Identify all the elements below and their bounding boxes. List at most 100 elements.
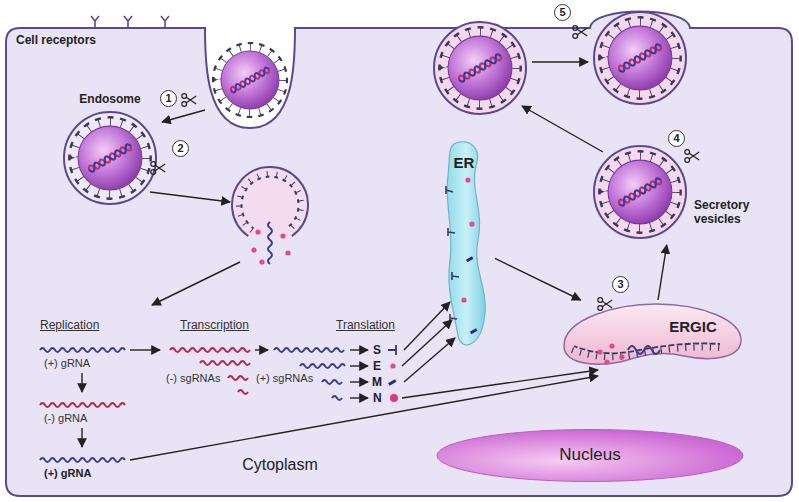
- cleavage-scissors: [598, 298, 612, 311]
- budding-vesicles: [434, 22, 526, 114]
- virion-entry: [213, 43, 287, 117]
- uncoating-vesicle: [239, 174, 302, 231]
- ergic-assembly: [572, 347, 720, 357]
- ergic-assembly: [609, 343, 614, 348]
- node-label: ERGIC: [658, 318, 728, 335]
- process-arrows: [81, 373, 82, 392]
- virion-entry: [213, 43, 287, 117]
- vesicle-membrane: [590, 140, 760, 245]
- budding-vesicles: [594, 12, 686, 104]
- er-membrane: [447, 142, 485, 345]
- rna-strands: [40, 348, 345, 462]
- cleavage-scissors: [151, 26, 699, 311]
- process-arrows: [152, 262, 240, 305]
- budding-vesicles: [599, 17, 680, 98]
- protein-letter: S: [373, 343, 381, 357]
- er-organelle: ER: [440, 140, 495, 350]
- ergic-membrane: [560, 300, 745, 370]
- rna-strands: [40, 458, 125, 462]
- node-label: Nucleus: [435, 445, 745, 465]
- secretory-virion: [599, 151, 680, 232]
- ergic-assembly: [619, 354, 624, 359]
- process-arrows: [82, 62, 603, 460]
- nucleus: Nucleus: [435, 428, 745, 483]
- er-proteins: [465, 177, 470, 182]
- step-heading: Transcription: [180, 318, 249, 332]
- uncoating-vesicle: [232, 167, 308, 265]
- er-proteins: [466, 256, 474, 262]
- rna-label: (+) gRNA: [44, 357, 90, 369]
- protein-glyphs: [390, 394, 398, 402]
- cleavage-scissors: [685, 150, 699, 163]
- callout-number: 5: [554, 4, 571, 21]
- step-heading: Translation: [336, 318, 395, 332]
- process-arrows: [150, 192, 230, 202]
- er-proteins: [446, 177, 477, 334]
- uncoating-vesicle: [280, 233, 285, 238]
- rna-label: (+) gRNA: [44, 467, 91, 479]
- rna-label: (-) sgRNAs: [166, 372, 220, 384]
- node-label: ER: [444, 154, 484, 171]
- rna-strands: [238, 390, 248, 394]
- cleavage-scissors: [151, 162, 165, 175]
- callout-number: 2: [172, 140, 189, 157]
- protein-letter: M: [372, 375, 382, 389]
- process-arrows: [350, 397, 368, 398]
- node-label: Cytoplasm: [215, 456, 345, 474]
- uncoating-vesicle: [232, 167, 308, 236]
- er-proteins: [470, 328, 478, 334]
- endosome: Endosome: [58, 92, 166, 204]
- ergic-compartment: ERGIC: [560, 300, 745, 370]
- vesicle-membrane: [594, 146, 686, 238]
- budding-vesicles: [439, 27, 520, 108]
- process-arrows: [532, 61, 588, 62]
- flow-arrow: [495, 258, 581, 300]
- cell-receptors: [161, 16, 169, 28]
- process-arrows: [130, 349, 160, 350]
- callout-number: 1: [160, 90, 177, 107]
- cleavage-scissors: [573, 26, 587, 39]
- process-arrows: [350, 365, 368, 366]
- budding-vesicles: [434, 12, 686, 114]
- endosome-virion: [69, 117, 150, 198]
- rna-strands: [228, 376, 248, 380]
- er-proteins: [461, 297, 466, 302]
- process-arrows: [350, 349, 368, 350]
- rna-label: (-) gRNA: [44, 412, 87, 424]
- uncoating-vesicle: [268, 222, 272, 264]
- process-arrows: [402, 370, 598, 398]
- ergic-assembly: [572, 343, 720, 364]
- cell-receptors: [91, 16, 169, 28]
- protein-letter: N: [373, 391, 382, 405]
- secretory-virion: [599, 151, 680, 232]
- rna-strands: [170, 348, 250, 352]
- process-arrows: [130, 376, 598, 460]
- protein-glyphs: [388, 345, 396, 355]
- endosome-membrane: [58, 92, 166, 204]
- cleavage-scissors: [182, 94, 196, 107]
- node-label: Endosome: [58, 92, 162, 106]
- uncoating-vesicle: [255, 229, 260, 234]
- process-arrows: [404, 302, 450, 350]
- ergic-assembly: [604, 359, 609, 364]
- uncoating-vesicle: [251, 247, 256, 252]
- cell-membrane: [6, 12, 792, 497]
- rna-strands: [332, 396, 342, 400]
- rna-strands: [200, 361, 250, 365]
- ergic-membrane: [564, 304, 741, 364]
- er-proteins: [469, 221, 474, 226]
- er-proteins: [446, 186, 459, 322]
- rna-strands: [322, 380, 342, 384]
- process-arrows: [402, 320, 452, 366]
- process-arrows: [81, 428, 82, 447]
- process-arrows: [255, 349, 268, 350]
- rna-strands: [40, 403, 125, 407]
- protein-letter: E: [373, 359, 381, 373]
- ergic-assembly: [597, 349, 602, 354]
- uncoating-vesicle: [241, 177, 298, 229]
